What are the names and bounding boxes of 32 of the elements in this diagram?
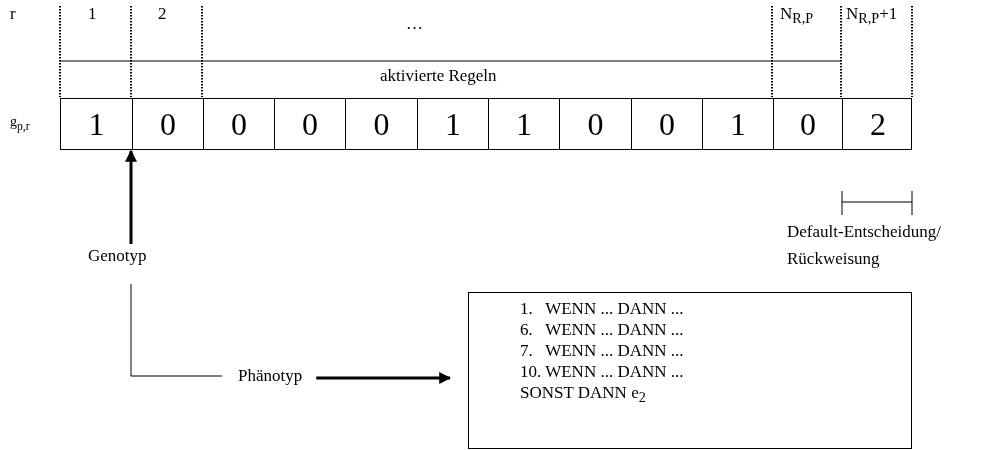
gene-cell: 0 xyxy=(274,98,345,150)
gene-cell: 2 xyxy=(842,98,913,150)
gene-cell: 0 xyxy=(345,98,417,150)
rule-line: 7. WENN ... DANN ... xyxy=(520,340,684,361)
gene-cell: 1 xyxy=(417,98,488,150)
column-number: N$_{R,P}$ xyxy=(780,4,814,28)
axis-label: r xyxy=(10,4,16,24)
phase-label: Genotyp xyxy=(88,246,147,266)
column-number: 1 xyxy=(88,4,97,24)
axis-label: g$_{p,r}$ xyxy=(10,114,30,133)
ellipsis: … xyxy=(406,14,423,34)
gene-cell: 1 xyxy=(61,98,132,150)
gene-cell: 0 xyxy=(631,98,702,150)
rule-line: 6. WENN ... DANN ... xyxy=(520,319,684,340)
column-number: 2 xyxy=(158,4,167,24)
gene-cell: 0 xyxy=(132,98,203,150)
band-label: aktivierte Regeln xyxy=(380,66,497,86)
connector-line xyxy=(130,283,223,377)
rule-line: 10. WENN ... DANN ... xyxy=(520,361,684,382)
gene-cell: 1 xyxy=(702,98,773,150)
rule-line: SONST DANN e$_{2}$ xyxy=(520,382,646,408)
arrow xyxy=(316,372,452,384)
annotation-text: Default-Entscheidung/ Rückweisung xyxy=(787,221,942,270)
rule-line: 1. WENN ... DANN ... xyxy=(520,298,684,319)
gene-cell: 0 xyxy=(203,98,274,150)
gene-cell: 0 xyxy=(773,98,842,150)
arrow xyxy=(125,149,137,244)
gene-cell: 0 xyxy=(559,98,631,150)
column-number: N$_{R,P}$+1 xyxy=(846,4,898,28)
gene-strip xyxy=(60,98,912,150)
gene-cell: 1 xyxy=(488,98,559,150)
phase-label: Phänotyp xyxy=(238,366,303,386)
